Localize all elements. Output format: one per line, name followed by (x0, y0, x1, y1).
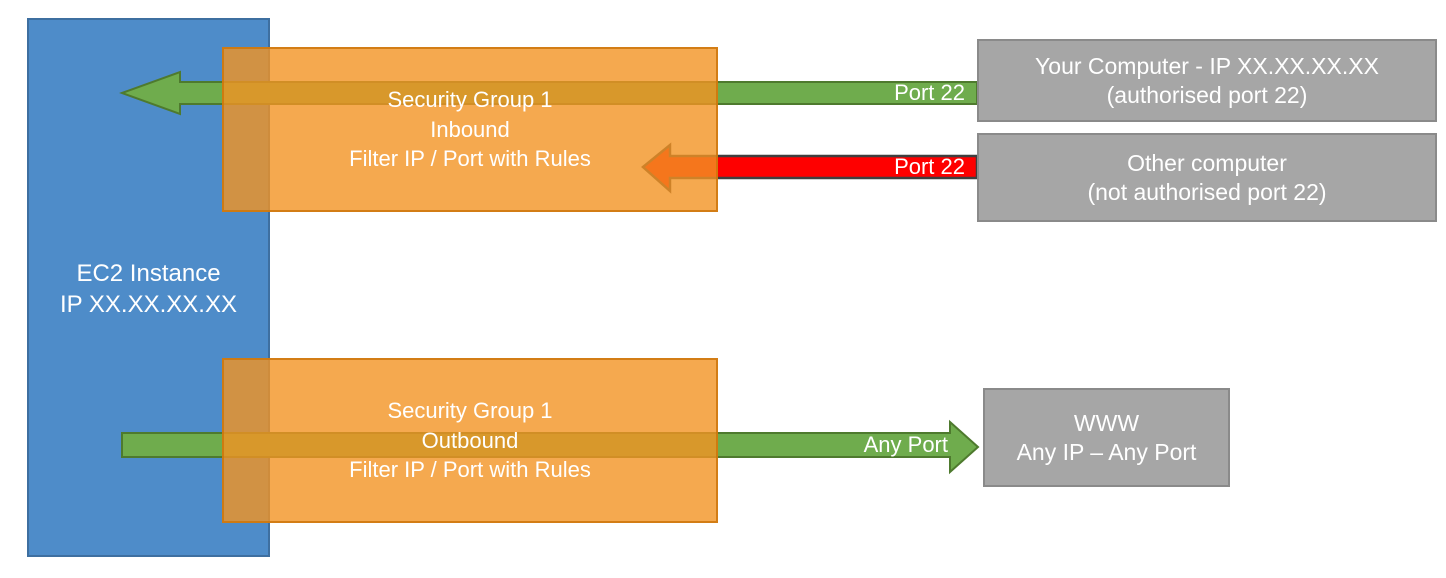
www-subtitle: Any IP – Any Port (1016, 438, 1197, 465)
other-computer-subtitle: (not authorised port 22) (1087, 178, 1327, 205)
sg-inbound-direction: Inbound (430, 116, 510, 142)
sg-outbound-title: Security Group 1 (387, 398, 553, 424)
sg-inbound-title: Security Group 1 (387, 87, 553, 113)
sg-outbound-description: Filter IP / Port with Rules (349, 457, 591, 483)
www-box: WWW Any IP – Any Port (983, 388, 1230, 487)
sg-outbound-direction: Outbound (421, 427, 519, 453)
other-computer-box: Other computer (not authorised port 22) (977, 133, 1437, 222)
ec2-instance-ip: IP XX.XX.XX.XX (60, 291, 237, 318)
inbound-blocked-port-label: Port 22 (894, 154, 965, 179)
ec2-instance-name: EC2 Instance (76, 260, 221, 287)
inbound-allowed-port-label: Port 22 (894, 80, 965, 105)
your-computer-title: Your Computer - IP XX.XX.XX.XX (1035, 52, 1379, 79)
sg-inbound-description: Filter IP / Port with Rules (349, 146, 591, 172)
outbound-port-label: Any Port (863, 432, 948, 457)
your-computer-subtitle: (authorised port 22) (1106, 81, 1308, 108)
security-group-outbound-box: Security Group 1 Outbound Filter IP / Po… (222, 358, 718, 523)
www-title: WWW (1073, 409, 1140, 436)
ec2-instance-label: EC2 Instance IP XX.XX.XX.XX (29, 258, 268, 320)
security-group-inbound-box: Security Group 1 Inbound Filter IP / Por… (222, 47, 718, 212)
other-computer-title: Other computer (1127, 149, 1287, 176)
your-computer-box: Your Computer - IP XX.XX.XX.XX (authoris… (977, 39, 1437, 122)
